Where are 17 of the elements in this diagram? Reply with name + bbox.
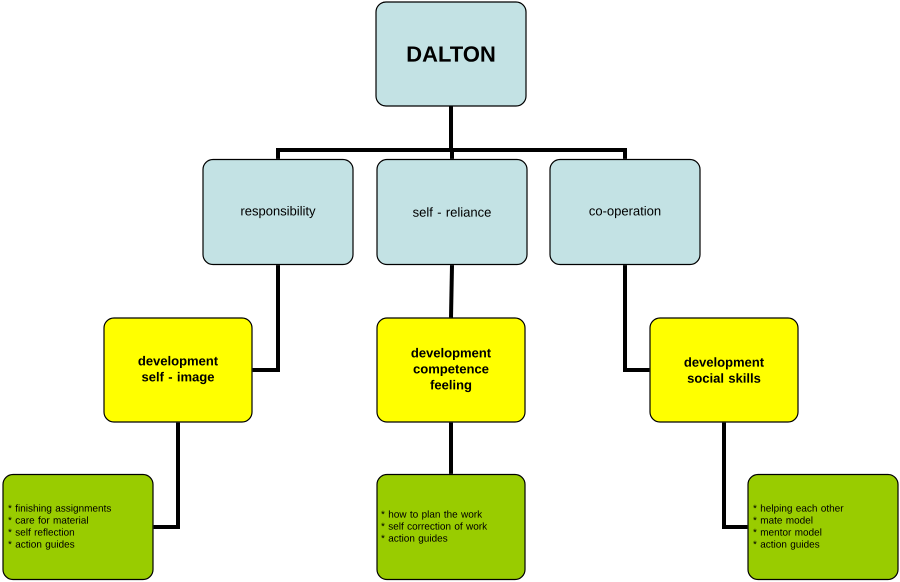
detail-box: * finishing assignments * care for material * self reflection * action guides bbox=[2, 474, 154, 580]
connector bbox=[449, 106, 627, 159]
connector bbox=[449, 422, 453, 474]
title-box: DALTON bbox=[375, 1, 527, 107]
connector bbox=[252, 265, 280, 372]
value-box: responsibility bbox=[202, 158, 354, 266]
connector bbox=[449, 265, 454, 318]
development-box: development competence feeling bbox=[376, 317, 526, 423]
value-box: co-operation bbox=[549, 158, 701, 266]
development-box: development social skills bbox=[649, 317, 799, 423]
value-box: self - reliance bbox=[376, 158, 528, 266]
connector bbox=[623, 265, 650, 372]
connector bbox=[722, 422, 748, 529]
connector bbox=[154, 422, 180, 529]
detail-box: * helping each other * mate model * mentor model * action guides bbox=[747, 474, 899, 580]
detail-box: * how to plan the work * self correction of work * action guides bbox=[376, 474, 526, 580]
development-box: development self - image bbox=[103, 317, 253, 423]
